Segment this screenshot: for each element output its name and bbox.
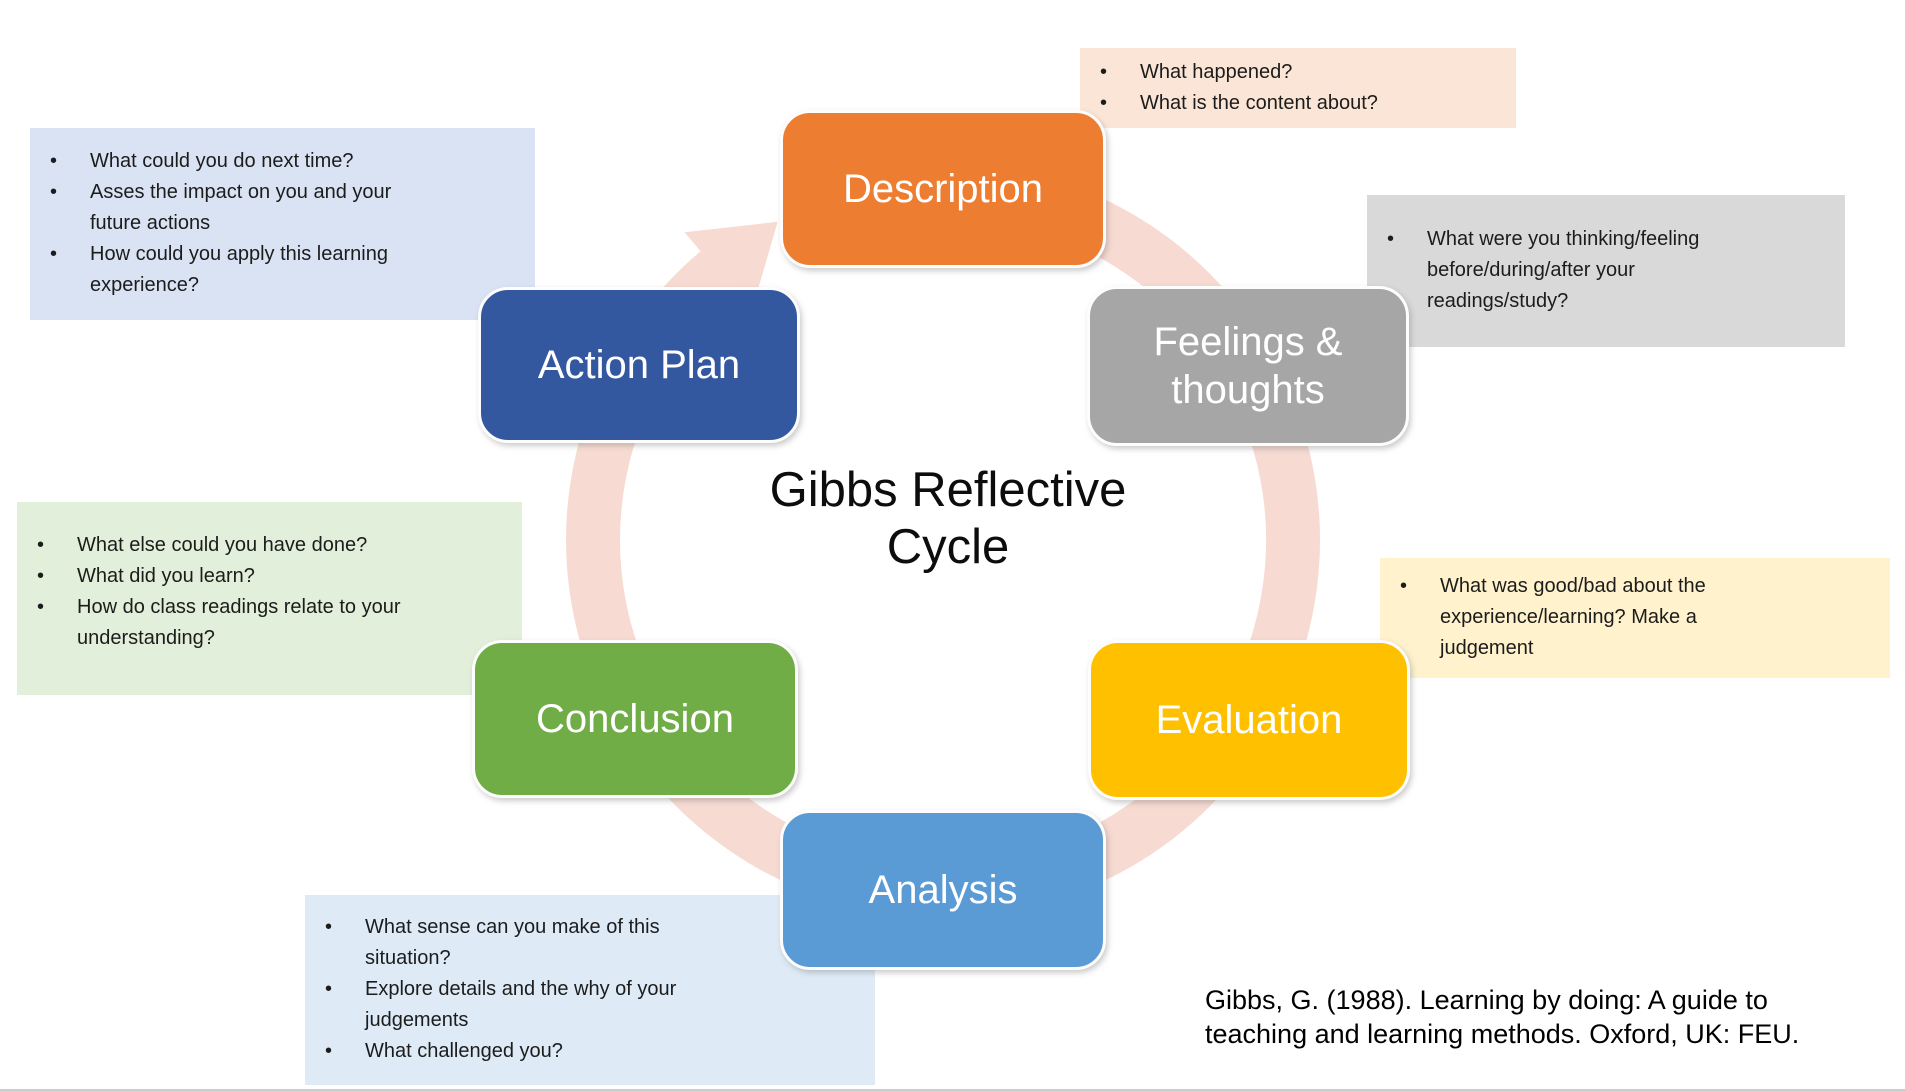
bullet-item: What were you thinking/feeling before/du… — [1367, 224, 1747, 317]
action-plan-notes-list: What could you do next time? Asses the i… — [30, 146, 430, 301]
feelings-notes-list: What were you thinking/feeling before/du… — [1367, 224, 1747, 317]
diagram-title: Gibbs Reflective Cycle — [769, 463, 1127, 574]
conclusion-notes-list: What else could you have done? What did … — [17, 530, 417, 654]
stage-label: Action Plan — [537, 343, 741, 387]
bullet-item: Asses the impact on you and your future … — [30, 177, 430, 239]
bullet-item: Explore details and the why of your judg… — [305, 974, 715, 1036]
citation: Gibbs, G. (1988). Learning by doing: A g… — [1205, 985, 1800, 1049]
evaluation-notes: What was good/bad about the experience/l… — [1380, 558, 1890, 678]
evaluation-notes-list: What was good/bad about the experience/l… — [1380, 571, 1740, 664]
feelings-notes: What were you thinking/feeling before/du… — [1367, 195, 1845, 347]
description-notes: What happened? What is the content about… — [1080, 48, 1516, 128]
bullet-item: What did you learn? — [17, 561, 417, 592]
bullet-item: What else could you have done? — [17, 530, 417, 561]
stage-feelings-thoughts: Feelings & thoughts — [1087, 286, 1409, 446]
action-plan-notes: What could you do next time? Asses the i… — [30, 128, 535, 320]
stage-label: Description — [842, 167, 1044, 211]
bullet-item: What could you do next time? — [30, 146, 430, 177]
bullet-item: How do class readings relate to your und… — [17, 592, 417, 654]
stage-evaluation: Evaluation — [1088, 640, 1410, 800]
stage-description: Description — [780, 110, 1106, 268]
stage-label: Evaluation — [1155, 698, 1343, 742]
stage-action-plan: Action Plan — [478, 287, 800, 443]
stage-label: Analysis — [868, 868, 1018, 912]
bullet-item: What challenged you? — [305, 1036, 715, 1067]
stage-label: Feelings & thoughts — [1153, 320, 1343, 412]
bullet-item: What happened? — [1080, 57, 1516, 88]
description-notes-list: What happened? What is the content about… — [1080, 57, 1516, 119]
stage-label: Conclusion — [536, 697, 734, 741]
conclusion-notes: What else could you have done? What did … — [17, 502, 522, 695]
bullet-item: What sense can you make of this situatio… — [305, 912, 715, 974]
bullet-item: What was good/bad about the experience/l… — [1380, 571, 1740, 664]
bullet-item: How could you apply this learning experi… — [30, 239, 430, 301]
stage-conclusion: Conclusion — [472, 640, 798, 798]
analysis-notes-list: What sense can you make of this situatio… — [305, 912, 715, 1067]
bottom-divider — [0, 1089, 1905, 1091]
bullet-item: What is the content about? — [1080, 88, 1516, 119]
stage-analysis: Analysis — [780, 810, 1106, 970]
